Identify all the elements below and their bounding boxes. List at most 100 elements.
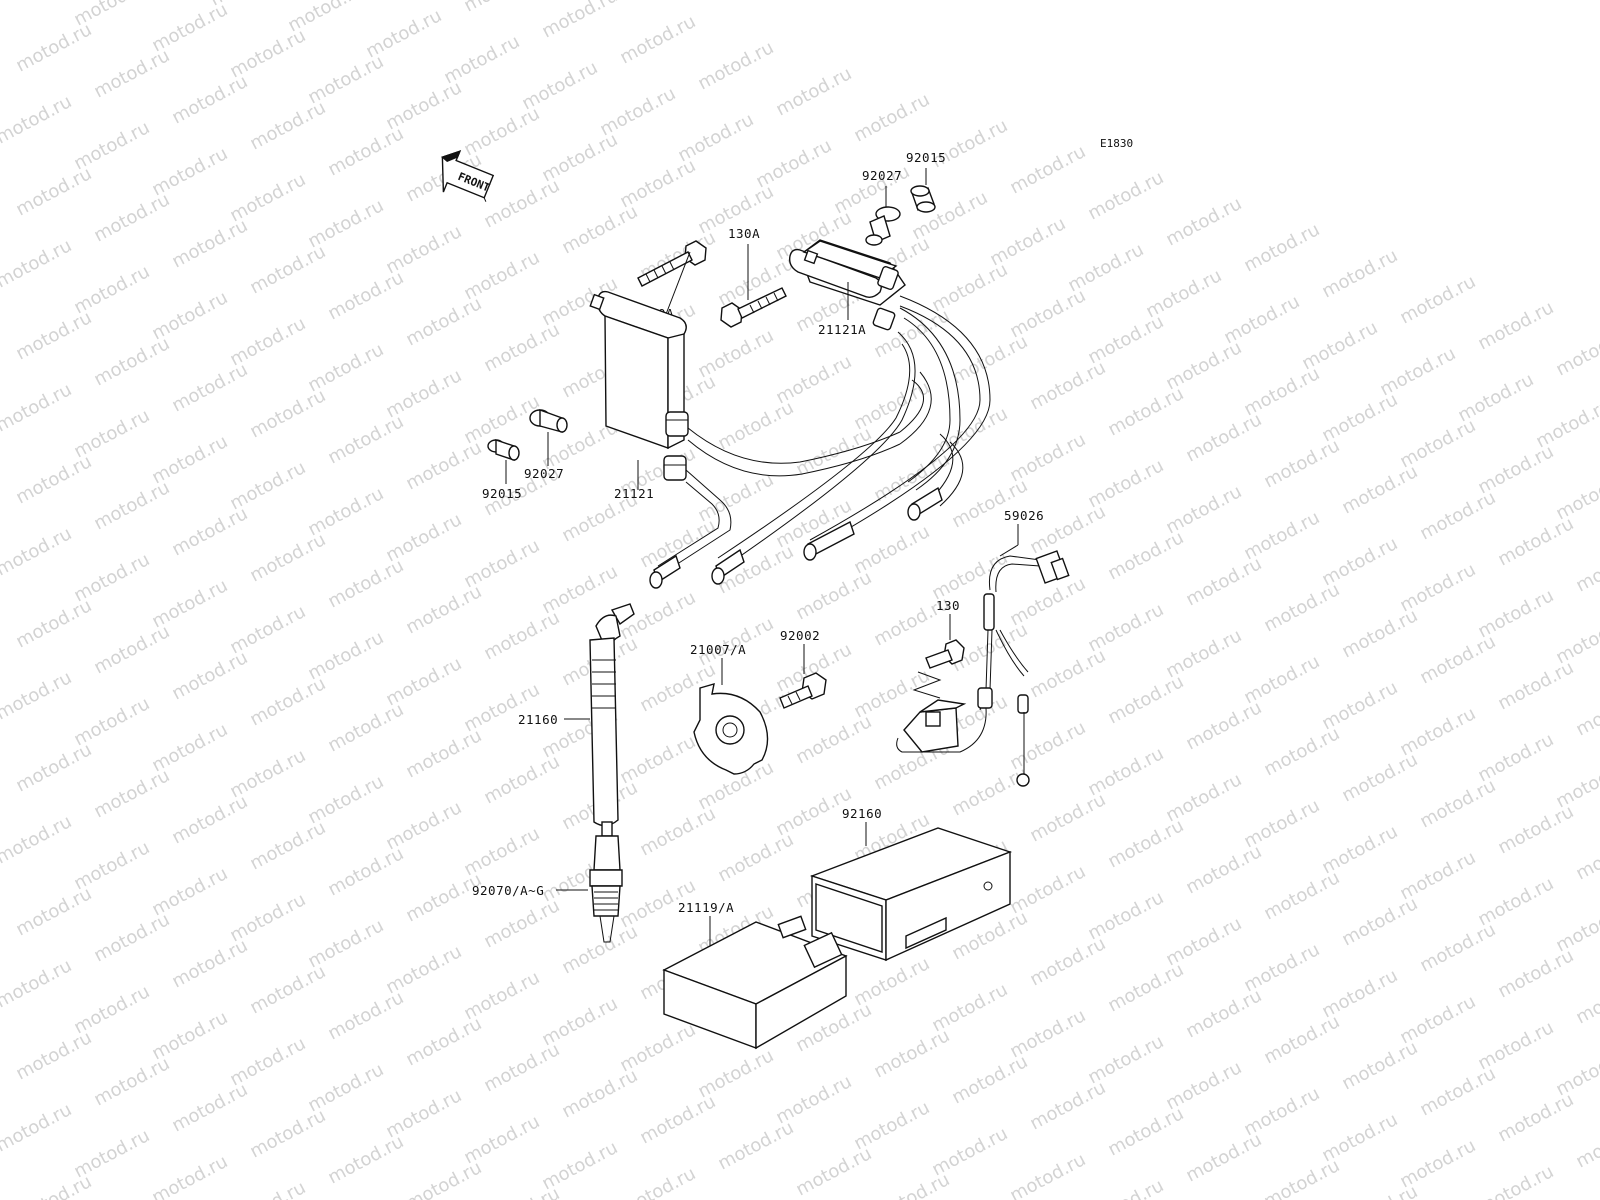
watermark-text: motod.ru — [480, 319, 563, 376]
cable-end-2 — [711, 548, 745, 585]
cable-end-3 — [803, 520, 855, 561]
watermark-text: motod.ru — [1260, 435, 1343, 492]
label-92027-left: 92027 — [524, 466, 564, 481]
watermark-text: motod.ru — [12, 19, 95, 76]
watermark-text: motod.ru — [90, 1053, 173, 1110]
watermark-text: motod.ru — [402, 1157, 485, 1200]
watermark-text: motod.ru — [324, 411, 407, 468]
watermark-text: motod.ru — [792, 567, 875, 624]
watermark-text: motod.ru — [1026, 789, 1109, 846]
watermark-text: motod.ru — [1104, 959, 1187, 1016]
watermark-text: motod.ru — [1552, 611, 1600, 668]
watermark-text: motod.ru — [12, 883, 95, 940]
watermark-text: motod.ru — [1006, 1149, 1089, 1200]
watermark-text: motod.ru — [1260, 867, 1343, 924]
watermark-text: motod.ru — [246, 385, 329, 442]
watermark-text: motod.ru — [1104, 527, 1187, 584]
watermark-text: motod.ru — [1338, 749, 1421, 806]
watermark-text: motod.ru — [402, 1013, 485, 1070]
watermark-text: motod.ru — [1552, 755, 1600, 812]
watermark-text: motod.ru — [792, 423, 875, 480]
bolt-130A-lower — [637, 240, 707, 287]
label-92027-top: 92027 — [862, 168, 902, 183]
watermark-text: motod.ru — [538, 0, 621, 42]
label-130A-upper: 130A — [728, 226, 760, 241]
watermark-text: motod.ru — [616, 1163, 699, 1200]
watermark-text: motod.ru — [480, 1183, 563, 1200]
watermark-text: motod.ru — [1338, 893, 1421, 950]
watermark-text: motod.ru — [0, 523, 75, 580]
watermark-text: motod.ru — [636, 803, 719, 860]
bolt-92002 — [779, 672, 827, 709]
watermark-text: motod.ru — [870, 1169, 953, 1200]
label-59026: 59026 — [1004, 508, 1044, 523]
watermark-text: motod.ru — [1572, 539, 1600, 596]
watermark-text: motod.ru — [1260, 723, 1343, 780]
watermark-text: motod.ru — [1006, 141, 1089, 198]
watermark-text: motod.ru — [480, 607, 563, 664]
watermark-text: motod.ru — [1416, 487, 1499, 544]
watermark-text: motod.ru — [246, 529, 329, 586]
watermark-text: motod.ru — [12, 1027, 95, 1084]
watermark-text: motod.ru — [1494, 1089, 1577, 1146]
label-92002: 92002 — [780, 628, 820, 643]
watermark-text: motod.ru — [246, 97, 329, 154]
leader-59026-b — [999, 544, 1019, 557]
watermark-text: motod.ru — [168, 503, 251, 560]
label-21119: 21119/A — [678, 900, 734, 915]
label-130: 130 — [936, 598, 960, 613]
watermark-text: motod.ru — [1182, 985, 1265, 1042]
watermark-text: motod.ru — [168, 1079, 251, 1136]
watermark-text: motod.ru — [1416, 631, 1499, 688]
watermark-text: motod.ru — [1026, 645, 1109, 702]
watermark-text: motod.ru — [948, 475, 1031, 532]
watermark-text: motod.ru — [1182, 841, 1265, 898]
watermark-text: motod.ru — [168, 791, 251, 848]
watermark-text: motod.ru — [948, 1051, 1031, 1108]
watermark-text: motod.ru — [324, 843, 407, 900]
watermark-text: motod.ru — [90, 189, 173, 246]
watermark-text: motod.ru — [402, 725, 485, 782]
watermark-text: motod.ru — [1494, 801, 1577, 858]
watermark-text: motod.ru — [226, 1177, 309, 1200]
watermark-text: motod.ru — [12, 451, 95, 508]
watermark-text: motod.ru — [168, 359, 251, 416]
watermark-text: motod.ru — [558, 1065, 641, 1122]
watermark-text: motod.ru — [1416, 775, 1499, 832]
watermark-text: motod.ru — [0, 379, 75, 436]
watermark-text: motod.ru — [1338, 461, 1421, 518]
watermark-text: motod.ru — [12, 595, 95, 652]
watermark-text: motod.ru — [636, 1091, 719, 1148]
watermark-text: motod.ru — [324, 123, 407, 180]
watermark-text: motod.ru — [246, 673, 329, 730]
watermark-text: motod.ru — [1104, 671, 1187, 728]
watermark-text: motod.ru — [1260, 579, 1343, 636]
watermark-text: motod.ru — [948, 763, 1031, 820]
igniter-21119 — [662, 915, 848, 1050]
watermark-text: motod.ru — [1338, 1037, 1421, 1094]
watermark-text: motod.ru — [1104, 1103, 1187, 1160]
ignition-coil-21121 — [589, 290, 689, 481]
watermark-text: motod.ru — [90, 333, 173, 390]
watermark-text: motod.ru — [1494, 945, 1577, 1002]
watermark-text: motod.ru — [1572, 1115, 1600, 1172]
watermark-text: motod.ru — [1416, 1063, 1499, 1120]
watermark-text: motod.ru — [1572, 827, 1600, 884]
high-tension-cables — [657, 295, 991, 571]
watermark-text: motod.ru — [324, 699, 407, 756]
watermark-text: motod.ru — [402, 293, 485, 350]
bushing-92015-left — [487, 439, 520, 461]
watermark-text: motod.ru — [1026, 933, 1109, 990]
watermark-text: motod.ru — [1474, 1161, 1557, 1200]
watermark-text: motod.ru — [1084, 167, 1167, 224]
watermark-text: motod.ru — [694, 37, 777, 94]
label-21007: 21007/A — [690, 642, 746, 657]
watermark-text: motod.ru — [12, 163, 95, 220]
watermark-text: motod.ru — [402, 581, 485, 638]
pickup-coil-59026 — [896, 550, 1070, 787]
watermark-text: motod.ru — [246, 817, 329, 874]
watermark-text: motod.ru — [90, 765, 173, 822]
watermark-text: motod.ru — [324, 987, 407, 1044]
watermark-text: motod.ru — [616, 11, 699, 68]
watermark-text: motod.ru — [90, 45, 173, 102]
